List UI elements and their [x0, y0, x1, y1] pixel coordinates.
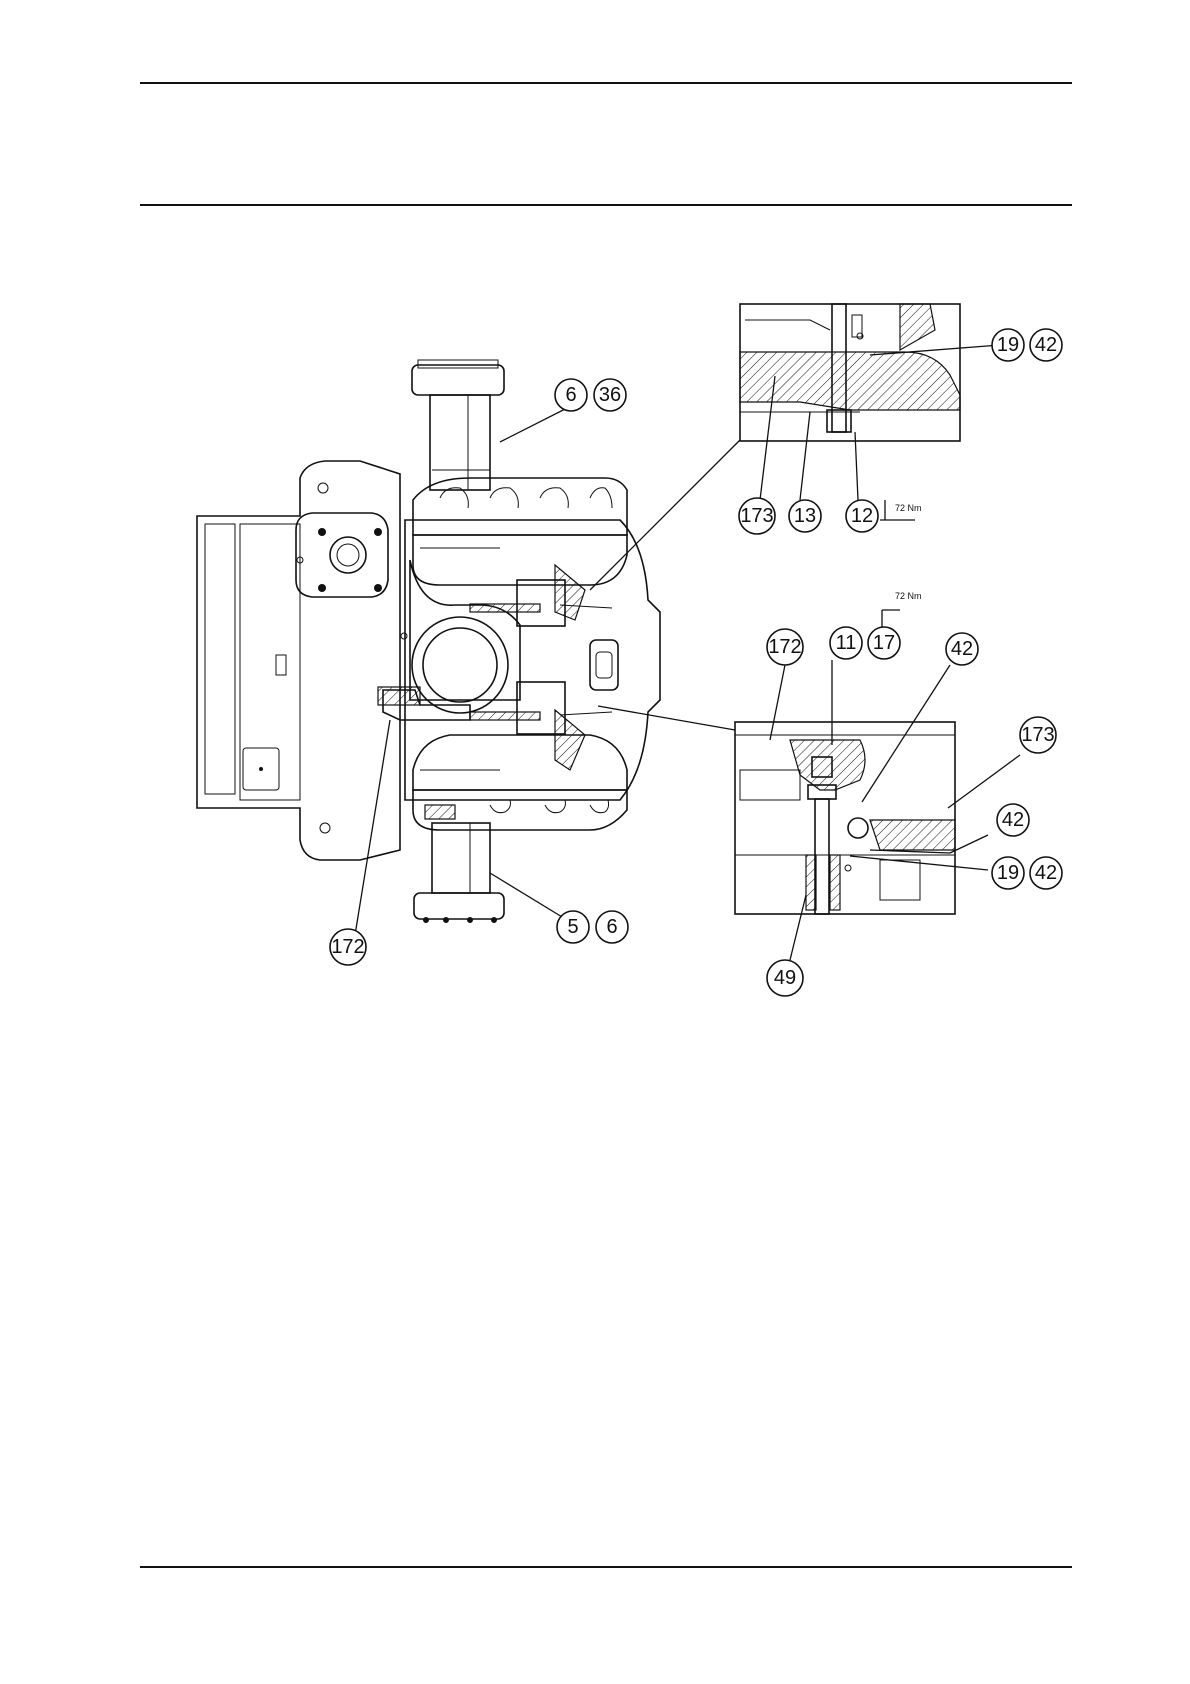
svg-text:19: 19	[997, 862, 1019, 884]
svg-text:17: 17	[873, 632, 895, 654]
callout-173-top: 173	[739, 498, 775, 534]
callout-42-upper: 42	[946, 633, 978, 665]
svg-text:5: 5	[567, 916, 578, 938]
svg-text:172: 172	[331, 936, 364, 958]
callout-49: 49	[767, 960, 803, 996]
callout-42-top: 42	[1030, 329, 1062, 361]
torque-label-top: 72 Nm	[895, 503, 922, 513]
callout-11: 11	[830, 627, 862, 659]
svg-text:42: 42	[951, 638, 973, 660]
svg-text:12: 12	[851, 505, 873, 527]
callout-19-detail: 19	[992, 857, 1024, 889]
svg-text:173: 173	[740, 505, 773, 527]
top-casing-shape	[413, 478, 627, 585]
callout-173-detail: 173	[1020, 717, 1056, 753]
callout-13: 13	[789, 500, 821, 532]
callout-6-bottom: 6	[596, 911, 628, 943]
svg-text:42: 42	[1035, 334, 1057, 356]
svg-text:6: 6	[565, 384, 576, 406]
main-assembly-view	[197, 360, 660, 923]
callout-36: 36	[594, 379, 626, 411]
svg-text:36: 36	[599, 384, 621, 406]
flange-block-shape	[296, 513, 388, 597]
svg-text:172: 172	[768, 636, 801, 658]
svg-text:42: 42	[1002, 809, 1024, 831]
svg-text:13: 13	[794, 505, 816, 527]
callout-172-main: 172	[330, 929, 366, 965]
svg-text:19: 19	[997, 334, 1019, 356]
callout-42-lower: 42	[1030, 857, 1062, 889]
svg-text:42: 42	[1035, 862, 1057, 884]
callout-6-top: 6	[555, 379, 587, 411]
svg-text:11: 11	[836, 632, 857, 654]
svg-text:6: 6	[606, 916, 617, 938]
callout-19-top: 19	[992, 329, 1024, 361]
callout-172-detail: 172	[767, 629, 803, 665]
bottom-detail-view	[735, 722, 955, 914]
callout-17: 17	[868, 627, 900, 659]
top-motor-shape	[412, 360, 504, 490]
svg-text:173: 173	[1021, 724, 1054, 746]
top-detail-view	[740, 304, 960, 441]
svg-text:49: 49	[774, 967, 796, 989]
torque-label-bottom: 72 Nm	[895, 591, 922, 601]
callout-12: 12	[846, 500, 878, 532]
callout-5: 5	[557, 911, 589, 943]
callout-42-middle: 42	[997, 804, 1029, 836]
bottom-casing-shape	[413, 735, 627, 830]
